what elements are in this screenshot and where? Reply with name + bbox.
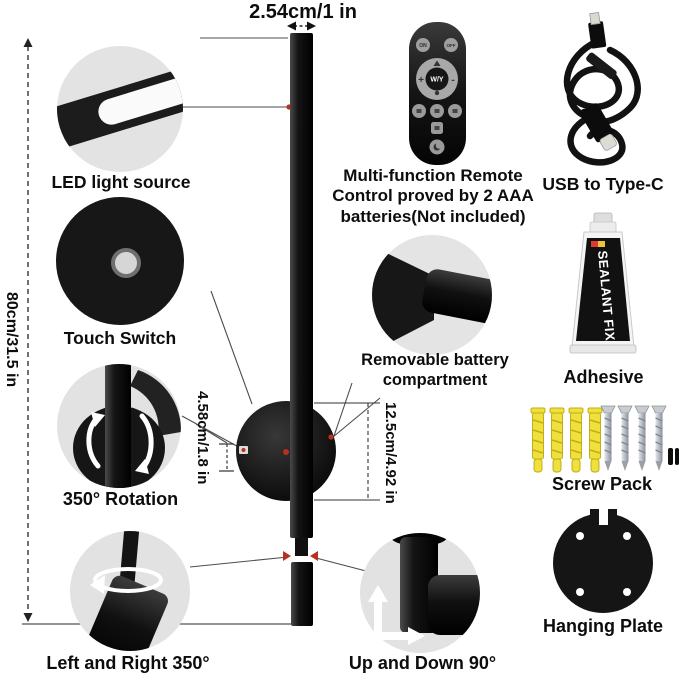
screws xyxy=(600,405,667,471)
adhesive-label: Adhesive xyxy=(563,367,644,387)
left-right-label: Left and Right 350° xyxy=(46,653,210,673)
type-c-tip xyxy=(599,133,617,151)
svg-text:+: + xyxy=(418,75,424,86)
joint-gap-arrow-left xyxy=(283,551,291,561)
black-pin-2 xyxy=(675,448,679,465)
wall-mount xyxy=(236,401,336,501)
lower-pole-segment xyxy=(291,562,313,626)
joint-gap-arrow-right xyxy=(310,551,318,561)
remote-control: ON OFF + - W/Y xyxy=(409,22,466,165)
pole-joint-stub xyxy=(295,538,308,556)
hanging-plate-label: Hanging Plate xyxy=(542,616,663,636)
touch-switch-button xyxy=(111,248,141,278)
top-width-label: 2.54cm/1 in xyxy=(249,1,357,23)
svg-text:OFF: OFF xyxy=(447,43,456,48)
left-right-rotation-callout xyxy=(70,531,190,651)
mount-center-dot xyxy=(283,449,289,455)
led-light-source-callout xyxy=(41,46,199,172)
usb-connectors xyxy=(580,12,617,151)
callout-leader-lines xyxy=(181,37,381,572)
svg-text:-: - xyxy=(451,75,454,86)
remote-down-dot xyxy=(434,90,440,96)
adhesive-tube: SEALANT FIX xyxy=(569,212,637,354)
remote-label: Multi-function Remote Control proved by … xyxy=(332,166,534,226)
rotation-ellipse-arrow xyxy=(93,567,163,593)
up-down-label: Up and Down 90° xyxy=(348,653,497,673)
up-down-arrows xyxy=(374,596,414,640)
battery-cylinder xyxy=(422,269,492,325)
led-label: LED light source xyxy=(51,172,191,192)
screw-pack xyxy=(530,405,679,473)
up-down-callout xyxy=(360,533,480,653)
height-dimension-line xyxy=(23,38,33,622)
plate-width-label: 12.5cm/4.92 in xyxy=(382,402,399,504)
remote-wy-button xyxy=(425,67,449,91)
depth-dimension-bracket xyxy=(219,443,234,472)
led-strip xyxy=(98,65,199,125)
remote-up-arrow xyxy=(433,60,441,66)
touch-switch-label: Touch Switch xyxy=(63,328,177,348)
width-dimension-arrow xyxy=(287,21,316,31)
black-pin-1 xyxy=(668,448,673,465)
lamp-pole xyxy=(283,33,318,626)
rotation-callout xyxy=(57,364,181,488)
plate-width-dimension xyxy=(314,402,380,501)
svg-text:ON: ON xyxy=(419,43,427,49)
rotation-label: 350° Rotation xyxy=(62,489,179,509)
usb-label: USB to Type-C xyxy=(542,174,664,194)
hanging-plate xyxy=(553,507,653,613)
type-c-connector xyxy=(580,103,614,143)
tube-crimp xyxy=(569,344,637,354)
touch-switch-callout xyxy=(56,197,184,325)
usb-a-connector xyxy=(588,21,607,49)
depth-label: 4.58cm/1.8 in xyxy=(194,391,211,485)
mount-right-dot xyxy=(328,434,334,440)
wall-anchors xyxy=(530,407,603,473)
height-label: 80cm/31.5 in xyxy=(3,292,20,388)
battery-compartment-callout xyxy=(372,235,492,355)
usb-a-tip xyxy=(589,12,601,26)
remote-off-button xyxy=(444,38,458,52)
svg-text:W/Y: W/Y xyxy=(430,77,444,84)
remote-on-button xyxy=(416,38,430,52)
tube-label xyxy=(576,238,630,341)
screw-pack-label: Screw Pack xyxy=(551,474,653,494)
battery-label: Removable battery compartment xyxy=(361,351,509,389)
